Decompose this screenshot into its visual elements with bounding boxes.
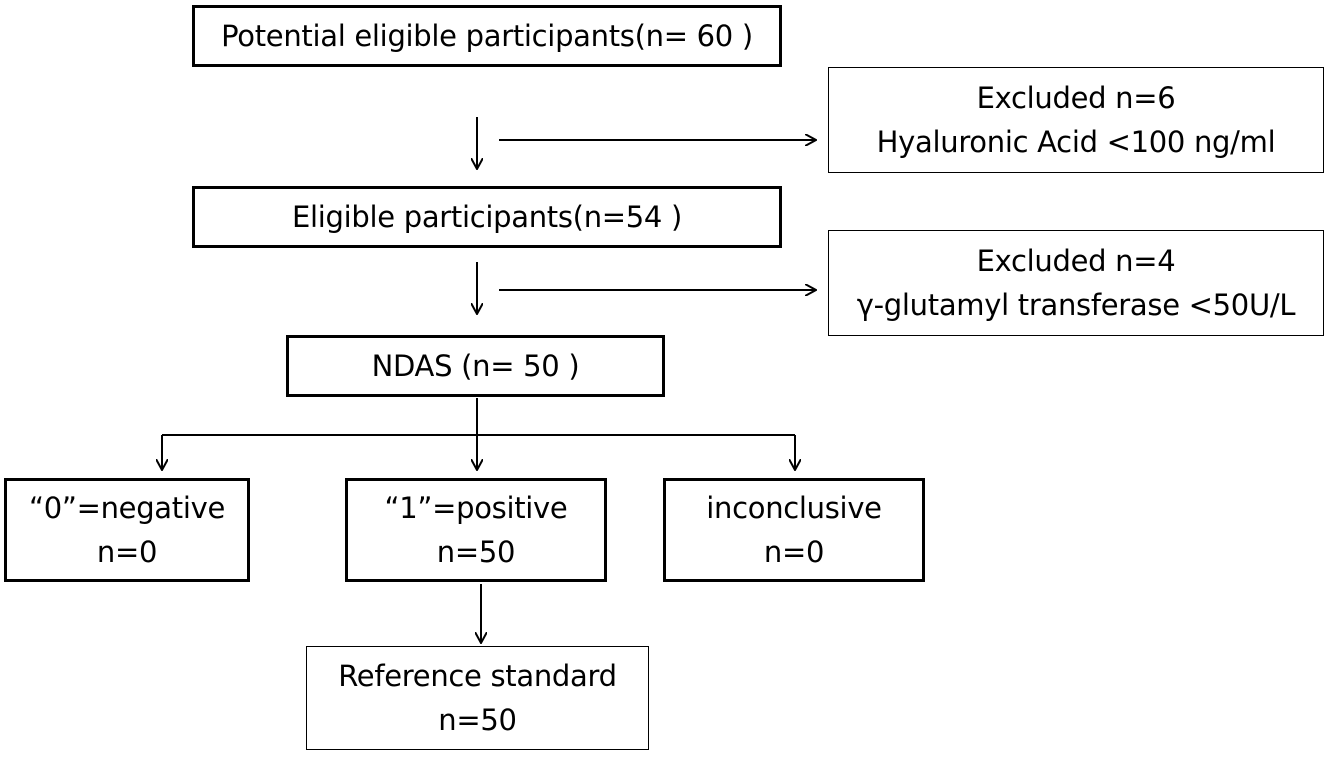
positive-label: “1”=positive: [384, 491, 568, 525]
negative-box: “0”=negative n=0: [4, 478, 250, 582]
excluded-ggt-reason: γ-glutamyl transferase <50U/L: [856, 288, 1296, 322]
excluded-ggt-count: Excluded n=4: [976, 244, 1176, 278]
negative-count: n=0: [96, 535, 158, 569]
eligible-participants-box: Eligible participants(n=54 ): [192, 186, 782, 248]
inconclusive-count: n=0: [763, 535, 825, 569]
reference-standard-box: Reference standard n=50: [306, 646, 649, 750]
potential-participants-label: Potential eligible participants(n= 60 ): [221, 19, 753, 53]
ndas-label: NDAS (n= 50 ): [371, 349, 580, 383]
reference-standard-label: Reference standard: [338, 659, 617, 693]
excluded-hyaluronic-box: Excluded n=6 Hyaluronic Acid <100 ng/ml: [828, 67, 1324, 173]
excluded-hyaluronic-reason: Hyaluronic Acid <100 ng/ml: [876, 125, 1276, 159]
inconclusive-label: inconclusive: [706, 491, 882, 525]
positive-count: n=50: [436, 535, 516, 569]
potential-participants-box: Potential eligible participants(n= 60 ): [192, 5, 782, 67]
negative-label: “0”=negative: [28, 491, 226, 525]
reference-standard-count: n=50: [438, 703, 517, 737]
ndas-box: NDAS (n= 50 ): [286, 335, 665, 397]
positive-box: “1”=positive n=50: [345, 478, 607, 582]
eligible-participants-label: Eligible participants(n=54 ): [291, 200, 683, 234]
excluded-ggt-box: Excluded n=4 γ-glutamyl transferase <50U…: [828, 230, 1324, 336]
excluded-hyaluronic-count: Excluded n=6: [976, 81, 1176, 115]
inconclusive-box: inconclusive n=0: [663, 478, 925, 582]
